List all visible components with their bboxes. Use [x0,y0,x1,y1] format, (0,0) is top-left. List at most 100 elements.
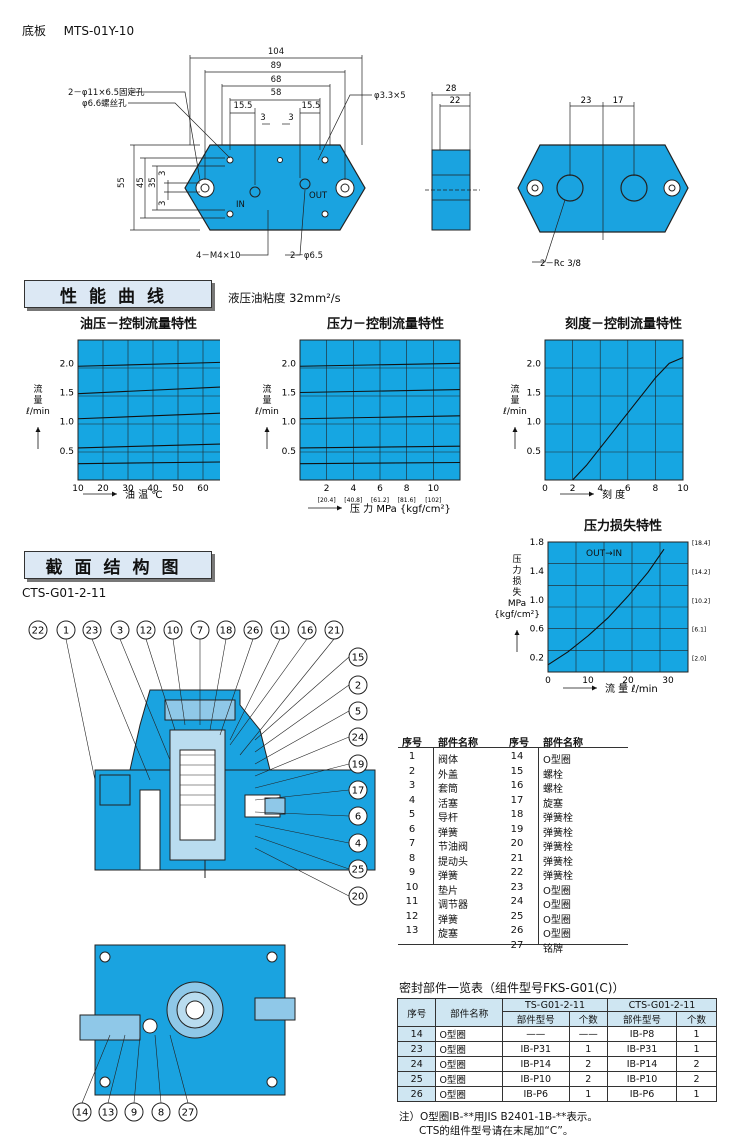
y-tick-label: 0.6 [530,625,545,635]
seal-col-name: 部件名称 [435,998,503,1027]
y2-tick-label: [2.0] [692,656,706,663]
seal-cell-ts-model: IB-P31 [502,1041,570,1057]
seal-cell-name: O型圈 [435,1071,503,1087]
seal-cell-ts-qty: 2 [568,1056,609,1072]
y-tick-label: 2.0 [527,359,542,369]
callout-right-label: 17 [352,786,365,797]
x-tick-label: 20 [97,484,109,494]
y-tick-label: 0.5 [527,447,541,457]
seal-table: 序号 部件名称 TS-G01-2-11 CTS-G01-2-11 部件型号 个数… [396,998,717,1102]
dim-3-b: 3 [158,201,168,206]
parts-row-name: 导杆 [438,813,458,824]
y2-tick-label: [14.2] [692,569,710,576]
parts-row-name: 弹簧栓 [543,871,573,882]
series-line-4 [77,386,220,395]
series-line-3 [77,412,220,420]
leader-line [219,638,254,736]
callout-top-circle [28,620,48,640]
y-tick-label: 1.5 [60,389,74,399]
seal-cell-cts-model: IB-P31 [606,1041,678,1057]
dim-89: 89 [271,61,282,71]
leader-line [254,763,350,789]
parts-row-no: 1 [408,751,416,762]
x-tick-label: 30 [122,484,134,494]
parts-row-name: 活塞 [438,798,458,810]
parts-row-name: O型圈 [543,914,571,926]
parts-row: 19 弹簧栓 [503,823,628,839]
dim-15-5-left: 15.5 [234,101,253,111]
x-axis-arrowhead [589,491,594,497]
leader-line [254,710,350,765]
chart-1-title: 油压－控制流量特性 [80,317,198,332]
chart-annotation: OUT→IN [586,549,622,559]
series-line-2 [77,443,220,449]
callout-top-label: 23 [86,626,99,637]
parts-row-no: 13 [405,925,419,936]
leader-line [254,656,350,741]
parts-header-name-2: 部件名称 [543,738,583,749]
seal-cell-cts-model: IB-P8 [606,1026,678,1042]
x-subtick-label: [20.4] [318,497,336,504]
leader-line [229,638,308,746]
parts-row: 3 套筒 [398,780,503,795]
parts-row-name: 弹簧栓 [543,856,573,868]
seal-cell-no: 14 [396,1026,437,1042]
parts-row-name: 套筒 [438,784,458,795]
series-line-5 [299,362,461,367]
x-tick-label: 10 [72,484,84,494]
section-model: CTS-G01-2-11 [22,586,107,600]
parts-row-name: 弹簧栓 [543,827,573,839]
callout-top-label: 3 [117,626,123,637]
seal-sub-model-2: 部件型号 [606,1011,678,1027]
seal-cell-name: O型圈 [435,1086,503,1102]
callout-right-label: 20 [352,892,365,903]
callout-bottom-label: 13 [102,1108,115,1119]
y-tick-label: 1.5 [282,389,296,399]
seal-sub-qty-2: 个数 [676,1011,717,1027]
parts-row-no: 10 [405,881,419,893]
parts-row-no: 21 [510,852,524,864]
section-title: 截面结构图 [24,551,212,579]
dim-45: 45 [136,177,146,188]
dim-35: 35 [148,177,158,188]
series-line-1 [547,548,665,666]
parts-row-name: 弹簧 [438,827,458,839]
parts-row-no: 23 [510,881,524,893]
x-subtick-label: [102] [425,497,441,504]
dim-15-5-right: 15.5 [302,101,321,111]
parts-row-no: 19 [510,823,524,835]
parts-row-no: 3 [408,780,416,791]
x-tick-label: 8 [404,484,410,494]
seal-cell-no: 23 [396,1041,437,1057]
parts-row-name: 弹簧 [438,914,458,926]
leader-line [91,638,151,781]
parts-row-no: 14 [510,751,524,762]
y-axis-arrowhead [264,427,270,432]
series-line-1 [77,461,220,465]
side-dim-28: 28 [446,84,457,94]
y2-tick-label: [6.1] [692,627,706,634]
x-tick-label: 4 [597,484,603,494]
x-axis-arrowhead [337,505,342,511]
parts-row-name: 外盖 [438,769,458,781]
x-axis-label: 流 量 ℓ/min [605,682,658,695]
x-axis-arrowhead [592,685,597,691]
callout-top-label: 11 [274,626,287,637]
y-tick-label: 0.5 [60,447,74,457]
plot-area [544,339,684,481]
parts-row-no: 27 [510,939,524,951]
x-tick-label: 2 [324,484,330,494]
parts-row-no: 6 [408,823,416,835]
seal-cell-no: 24 [396,1056,437,1072]
